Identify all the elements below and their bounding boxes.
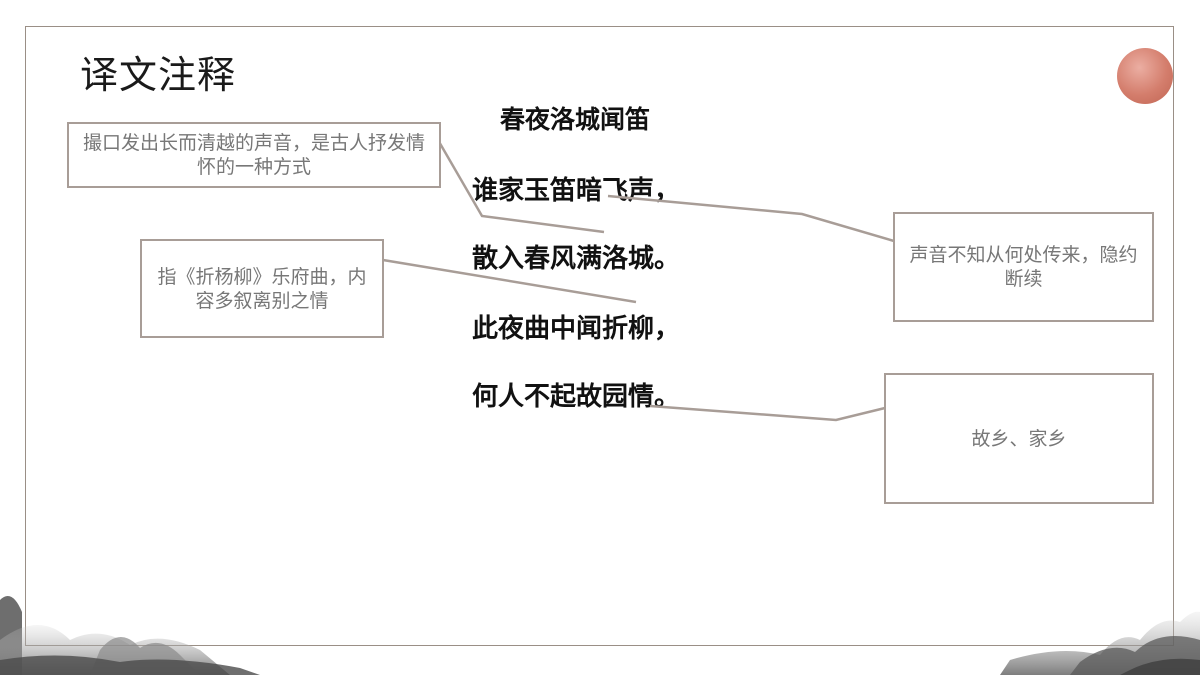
note-box-zheliu: 指《折杨柳》乐府曲，内容多叙离别之情: [140, 239, 384, 338]
slide-frame: [25, 26, 1174, 646]
leader-line-anfeisheng: [607, 194, 895, 243]
note-text-guyuan: 故乡、家乡: [971, 427, 1067, 450]
poem-title: 春夜洛城闻笛: [500, 105, 651, 134]
note-box-guyuan: 故乡、家乡: [884, 373, 1154, 504]
note-text-anfeisheng: 声音不知从何处传来，隐约断续: [909, 244, 1138, 290]
note-box-an: 撮口发出长而清越的声音，是古人抒发情怀的一种方式: [67, 122, 441, 188]
poem-line-1: 谁家玉笛暗飞声，: [472, 176, 681, 206]
leader-line-zheliu: [382, 258, 637, 304]
note-text-an: 撮口发出长而清越的声音，是古人抒发情怀的一种方式: [82, 132, 425, 178]
page-title: 译文注释: [80, 53, 237, 97]
poem-line-3: 此夜曲中闻折柳，: [472, 314, 681, 344]
red-sun-decoration: [1117, 48, 1173, 104]
leader-line-an: [436, 139, 605, 234]
note-box-anfeisheng: 声音不知从何处传来，隐约断续: [893, 212, 1154, 322]
poem-line-4: 何人不起故园情。: [472, 382, 681, 412]
note-text-zheliu: 指《折杨柳》乐府曲，内容多叙离别之情: [157, 265, 367, 312]
leader-line-guyuan: [649, 404, 886, 422]
poem-line-2: 散入春风满洛城。: [472, 244, 681, 274]
